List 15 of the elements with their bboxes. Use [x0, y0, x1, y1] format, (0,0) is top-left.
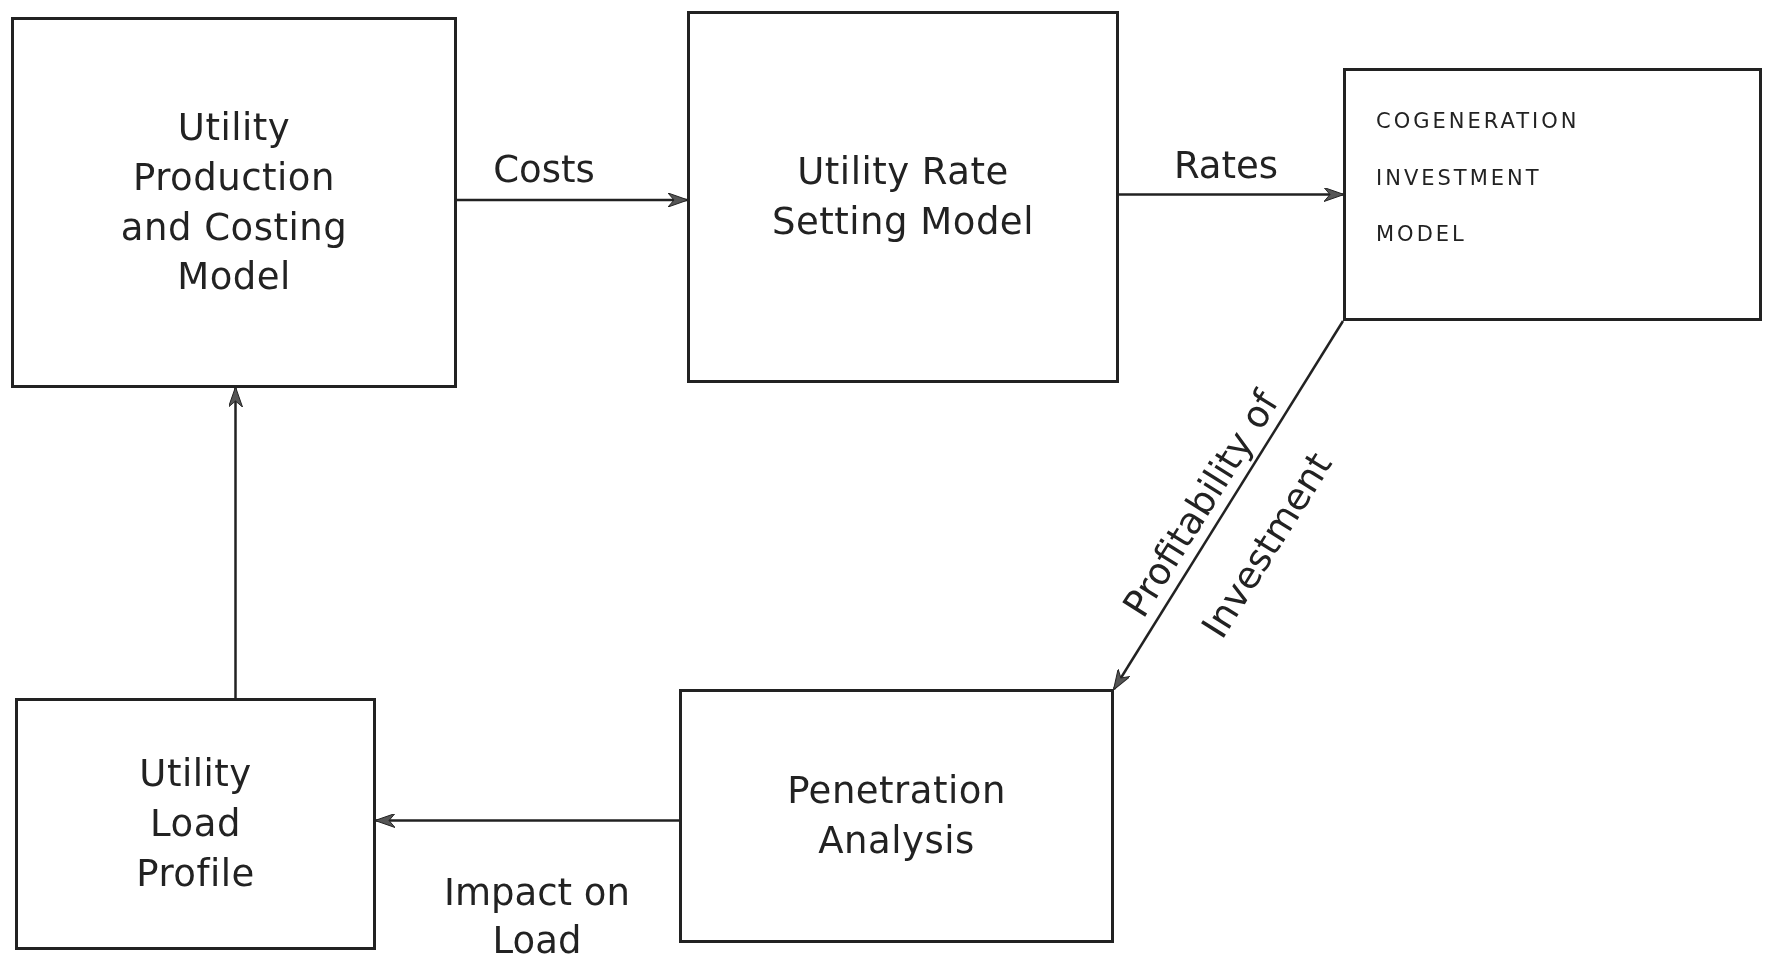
box-label: COGENERATION INVESTMENT MODEL [1376, 108, 1581, 249]
box-label: Utility Rate Setting Model [771, 149, 1035, 245]
process-box [11, 17, 457, 388]
arrow [457, 192, 689, 208]
box-label: Utility Production and Costing Model [119, 104, 349, 301]
arrow [1112, 320, 1345, 691]
arrow [374, 813, 679, 828]
box-label: Utility Load Profile [135, 751, 256, 897]
box-label: Penetration Analysis [786, 768, 1007, 864]
process-box [1343, 68, 1762, 321]
process-box [15, 698, 376, 950]
arrow [1119, 187, 1345, 202]
process-box [687, 11, 1119, 383]
arrow [228, 386, 243, 698]
process-box [679, 689, 1114, 943]
